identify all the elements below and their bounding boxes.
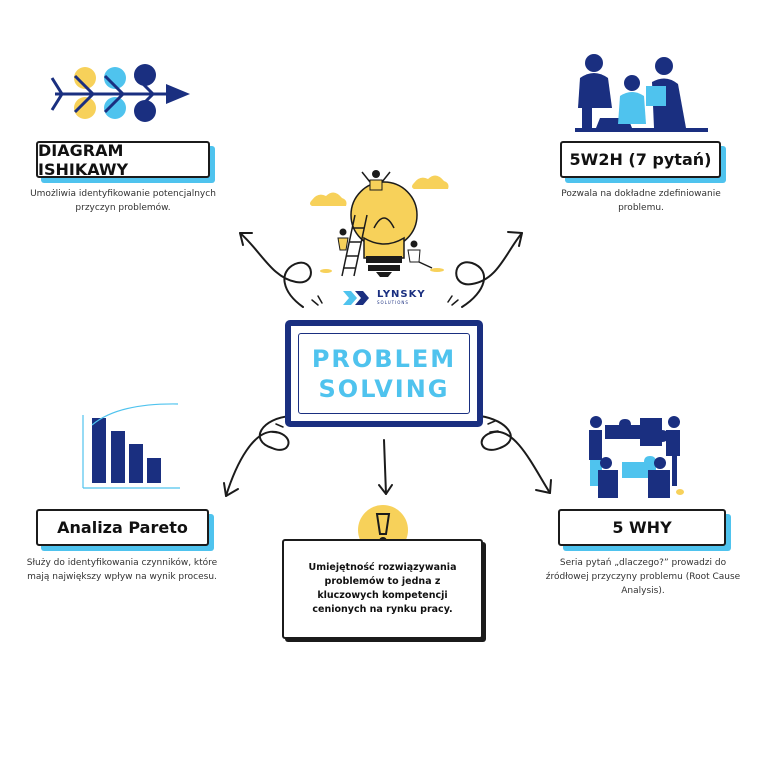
- node-5w2h-title: 5W2H (7 pytań): [569, 150, 712, 169]
- node-ishikawa-title-box: DIAGRAM ISHIKAWY: [36, 140, 210, 179]
- logo-name: LYNSKY: [377, 289, 426, 300]
- node-5w2h-desc-line-2: problemu.: [618, 203, 664, 213]
- node-5why-desc: Seria pytań „dlaczego?” prowadzi do źród…: [528, 556, 758, 598]
- main-title-line-1: PROBLEM: [311, 344, 457, 373]
- node-5why-desc-line-3: Analysis).: [621, 586, 665, 596]
- main-title-line-2: SOLVING: [318, 374, 450, 403]
- lightbulb-illustration: [310, 170, 449, 277]
- center-statement-text: Umiejętność rozwiązywania problemów to j…: [308, 562, 457, 615]
- node-5w2h-desc-line-1: Pozwala na dokładne zdefiniowanie: [561, 189, 721, 199]
- team-at-laptop-icon: [575, 54, 708, 132]
- node-5why-desc-line-1: Seria pytań „dlaczego?” prowadzi do: [559, 558, 727, 568]
- node-ishikawa-desc-line-1: Umożliwia identyfikowanie potencjalnych: [30, 189, 216, 199]
- node-pareto-title: Analiza Pareto: [57, 518, 188, 537]
- node-ishikawa-title: DIAGRAM ISHIKAWY: [38, 140, 129, 179]
- puzzle-team-icon: [589, 416, 684, 498]
- tick-marks: [271, 295, 499, 434]
- node-5why-title-box: 5 WHY: [558, 509, 726, 546]
- node-5why-desc-line-2: źródłowej przyczyny problemu (Root Cause: [545, 572, 741, 582]
- logo-mark-icon: [343, 291, 369, 305]
- node-pareto-desc-line-1: Służy do identyfikowania czynników, któr…: [26, 558, 218, 568]
- node-pareto-title-box: Analiza Pareto: [36, 509, 209, 546]
- pareto-chart-icon: [82, 403, 180, 489]
- main-title-box: PROBLEM SOLVING: [285, 320, 483, 427]
- node-pareto-desc-line-2: mają największy wpływ na wynik procesu.: [27, 572, 217, 582]
- lynsky-logo: LYNSKY SOLUTIONS: [343, 290, 426, 306]
- fishbone-icon: [50, 64, 190, 122]
- node-5why-title: 5 WHY: [612, 518, 672, 537]
- center-statement-box: Umiejętność rozwiązywania problemów to j…: [282, 539, 483, 639]
- node-pareto-desc: Służy do identyfikowania czynników, któr…: [6, 556, 238, 584]
- node-5w2h-desc: Pozwala na dokładne zdefiniowanie proble…: [530, 187, 752, 215]
- node-ishikawa-desc: Umożliwia identyfikowanie potencjalnych …: [10, 187, 236, 215]
- connector-arrows: [223, 231, 552, 497]
- node-ishikawa-desc-line-2: przyczyn problemów.: [75, 203, 171, 213]
- logo-sub: SOLUTIONS: [377, 300, 409, 305]
- main-title-inner: PROBLEM SOLVING: [298, 333, 470, 414]
- node-5w2h-title-box: 5W2H (7 pytań): [560, 141, 721, 178]
